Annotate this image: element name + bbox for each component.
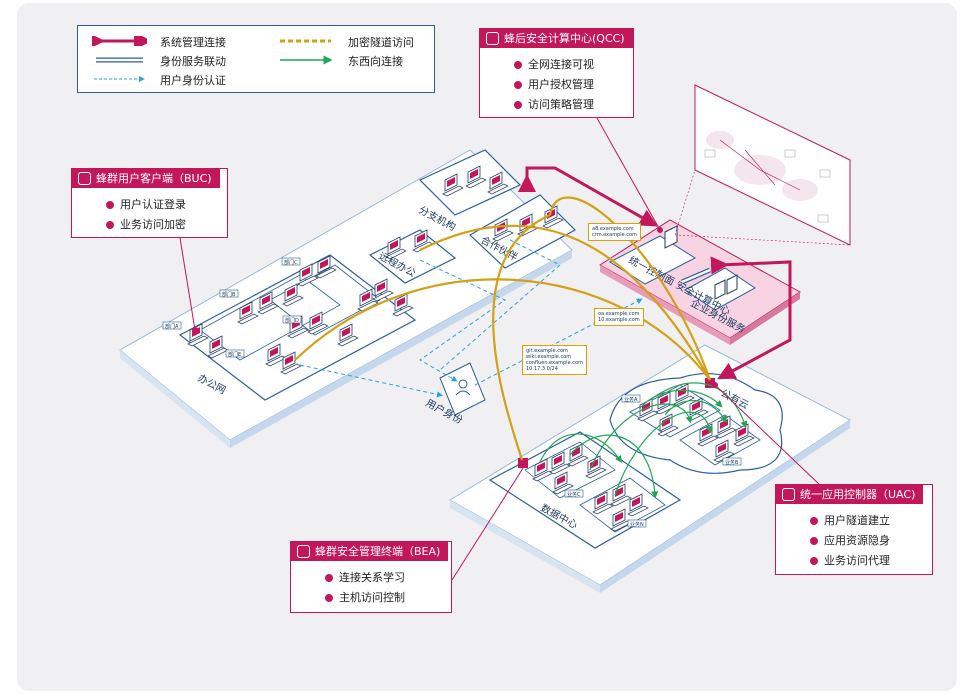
buc-feature: 业务访问加密 xyxy=(72,215,227,235)
legend-tunnel-line xyxy=(280,39,331,43)
domain-label-2: oa.example.com 10.example.com xyxy=(594,308,644,326)
legend-label: 系统管理连接 xyxy=(160,36,226,49)
qcc-feature: 全网连接可视 xyxy=(480,55,633,75)
bea-icon xyxy=(297,545,310,558)
department-tag: 部门A xyxy=(165,323,179,330)
identity-service-link xyxy=(681,267,711,285)
service-tag: 业务N xyxy=(630,521,644,528)
uac-cloud-gateway xyxy=(705,378,715,388)
service-tag: 业务C xyxy=(567,491,581,498)
qcc-feature: 访问策略管理 xyxy=(480,95,633,115)
uac-icon xyxy=(782,488,795,501)
legend-mgmt-line xyxy=(92,36,147,46)
service-tag: 业务A xyxy=(624,396,638,403)
user-identity-node: 用户身份 xyxy=(424,362,486,426)
legend-label: 东西向连接 xyxy=(348,55,403,68)
domain-label-1: a8.example.com crm.example.com xyxy=(588,223,641,241)
bea-feature: 连接关系学习 xyxy=(291,568,451,588)
department-tag: 部门C xyxy=(284,259,298,266)
buc-title: 蜂群用户客户端（BUC) xyxy=(72,169,220,188)
qcc-feature: 用户授权管理 xyxy=(480,75,633,95)
domain-label-3: git.example.com wiki.example.com conflue… xyxy=(522,345,587,375)
east-west-links xyxy=(539,382,748,499)
qcc-platform xyxy=(599,219,801,345)
public-cloud-zone xyxy=(609,373,783,474)
uac-feature: 业务访问代理 xyxy=(776,551,932,571)
qcc-icon xyxy=(486,32,499,45)
uac-box: 统一应用控制器（UAC) 用户隧道建立 应用资源隐身 业务访问代理 xyxy=(775,484,933,575)
legend-auth-line xyxy=(94,76,145,82)
bea-feature: 主机访问控制 xyxy=(291,588,451,608)
buc-feature: 用户认证登录 xyxy=(72,195,227,215)
department-tag: 部门D xyxy=(285,317,299,324)
service-tag: 业务B xyxy=(725,459,739,466)
buc-icon xyxy=(78,172,91,185)
qcc-box: 蜂后安全计算中心(QCC) 全网连接可视 用户授权管理 访问策略管理 xyxy=(479,28,634,118)
department-tags: 部门A 部门B 部门C 部门D 部门E xyxy=(162,257,302,358)
dashboard-screen xyxy=(674,84,851,246)
legend-label: 用户身份认证 xyxy=(160,74,226,87)
uac-title: 统一应用控制器（UAC) xyxy=(776,485,924,504)
callout-lines xyxy=(179,117,821,581)
legend-identity-line xyxy=(96,57,143,63)
legend-label: 加密隧道访问 xyxy=(348,36,414,49)
mgmt-link-cloud xyxy=(710,256,792,380)
datacenter-zone xyxy=(488,431,682,549)
legend: 系统管理连接 加密隧道访问 身份服务联动 东西向连接 用户身份认证 xyxy=(77,25,435,93)
bea-title: 蜂群安全管理终端（BEA) xyxy=(291,542,449,561)
department-tag: 部门E xyxy=(228,351,241,358)
mgmt-link-user xyxy=(518,166,658,227)
legend-label: 身份服务联动 xyxy=(160,55,226,68)
bea-box: 蜂群安全管理终端（BEA) 连接关系学习 主机访问控制 xyxy=(290,541,452,613)
uac-feature: 用户隧道建立 xyxy=(776,511,932,531)
legend-eastwest-line xyxy=(280,55,333,65)
department-tag: 部门B xyxy=(222,291,236,298)
buc-box: 蜂群用户客户端（BUC) 用户认证登录 业务访问加密 xyxy=(71,168,228,238)
uac-feature: 应用资源隐身 xyxy=(776,531,932,551)
qcc-title: 蜂后安全计算中心(QCC) xyxy=(480,29,633,48)
